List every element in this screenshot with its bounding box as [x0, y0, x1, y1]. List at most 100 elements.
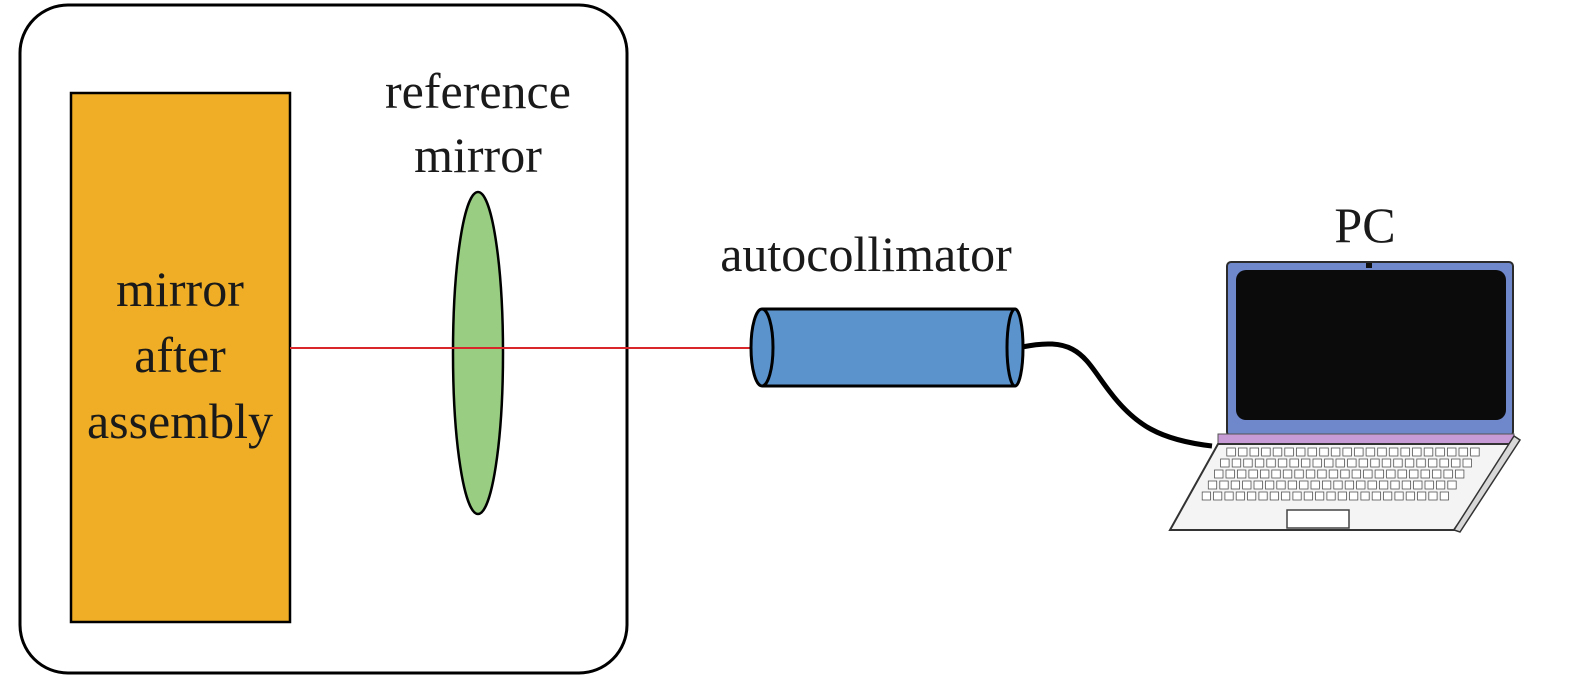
keyboard-key — [1272, 447, 1283, 457]
keyboard-key — [1381, 458, 1392, 468]
pc-label: PC — [1334, 197, 1395, 253]
keyboard-key — [1356, 480, 1366, 490]
keyboard-key — [1225, 469, 1235, 479]
keyboard-key — [1351, 469, 1361, 479]
keyboard-key — [1249, 447, 1260, 457]
keyboard-key — [1436, 480, 1446, 490]
keyboard-key — [1447, 480, 1457, 490]
keyboard-key — [1358, 458, 1368, 468]
keyboard-key — [1379, 480, 1389, 490]
keyboard-key — [1428, 458, 1438, 468]
keyboard-key — [1214, 469, 1224, 479]
keyboard-key — [1319, 447, 1329, 457]
keyboard-key — [1393, 458, 1403, 468]
keyboard-key — [1301, 458, 1311, 468]
keyboard-key — [1394, 491, 1404, 501]
keyboard-key — [1235, 491, 1245, 501]
keyboard-key — [1307, 447, 1318, 457]
keyboard-key — [1423, 447, 1434, 457]
keyboard-key — [1451, 458, 1461, 468]
keyboard-key — [1238, 447, 1248, 457]
keyboard-key — [1370, 458, 1380, 468]
laptop-pc — [1168, 261, 1522, 533]
autocollimator-label: autocollimator — [720, 226, 1012, 282]
keyboard-key — [1365, 447, 1376, 457]
keyboard-key — [1315, 491, 1325, 501]
keyboard-key — [1265, 480, 1275, 490]
keyboard-key — [1219, 480, 1229, 490]
keyboard-key — [1417, 491, 1427, 501]
keyboard-key — [1363, 469, 1373, 479]
keyboard-key — [1326, 491, 1336, 501]
keyboard-key — [1388, 447, 1399, 457]
keyboard-key — [1416, 458, 1426, 468]
keyboard-key — [1342, 447, 1352, 457]
keyboard-key — [1383, 491, 1393, 501]
keyboard-key — [1248, 469, 1258, 479]
keyboard-key — [1281, 491, 1291, 501]
keyboard-key — [1401, 480, 1411, 490]
keyboard-key — [1328, 469, 1339, 479]
keyboard-key — [1443, 469, 1453, 479]
keyboard-key — [1344, 480, 1354, 490]
keyboard-key — [1340, 469, 1350, 479]
autocollimator-cylinder — [749, 307, 1025, 388]
keyboard-key — [1455, 469, 1465, 479]
keyboard-key — [1404, 458, 1415, 468]
keyboard-key — [1230, 480, 1240, 490]
keyboard-key — [1242, 480, 1252, 490]
mirror-label-line2: after — [134, 327, 226, 383]
keyboard-key — [1294, 469, 1304, 479]
keyboard-key — [1317, 469, 1327, 479]
keyboard-key — [1254, 458, 1265, 468]
laptop-keyboard — [1201, 447, 1480, 501]
keyboard-key — [1405, 491, 1415, 501]
keyboard-key — [1347, 458, 1357, 468]
keyboard-key — [1213, 491, 1223, 501]
keyboard-key — [1276, 480, 1286, 490]
keyboard-key — [1439, 458, 1449, 468]
keyboard-key — [1277, 458, 1288, 468]
keyboard-key — [1428, 491, 1438, 501]
keyboard-key — [1349, 491, 1359, 501]
data-cable — [1021, 341, 1213, 449]
keyboard-key — [1412, 447, 1422, 457]
reference-mirror-label-line1: reference — [385, 63, 571, 119]
keyboard-key — [1282, 469, 1293, 479]
keyboard-key — [1266, 458, 1276, 468]
keyboard-key — [1390, 480, 1400, 490]
keyboard-key — [1371, 491, 1381, 501]
keyboard-key — [1360, 491, 1370, 501]
keyboard-key — [1377, 447, 1387, 457]
keyboard-key — [1224, 491, 1234, 501]
keyboard-key — [1243, 458, 1253, 468]
keyboard-key — [1258, 491, 1268, 501]
keyboard-key — [1220, 458, 1230, 468]
keyboard-key — [1201, 491, 1211, 501]
keyboard-key — [1284, 447, 1294, 457]
keyboard-key — [1289, 458, 1299, 468]
keyboard-key — [1247, 491, 1257, 501]
keyboard-key — [1367, 480, 1377, 490]
reference-mirror-label-line2: mirror — [414, 127, 542, 183]
keyboard-key — [1231, 458, 1242, 468]
keyboard-key — [1296, 447, 1306, 457]
keyboard-key — [1299, 480, 1309, 490]
reference-mirror-lens — [451, 190, 505, 516]
keyboard-key — [1354, 447, 1364, 457]
keyboard-key — [1435, 447, 1445, 457]
keyboard-key — [1287, 480, 1297, 490]
laptop-touchpad — [1286, 509, 1350, 529]
keyboard-key — [1253, 480, 1263, 490]
keyboard-key — [1413, 480, 1423, 490]
keyboard-key — [1324, 458, 1334, 468]
keyboard-key — [1432, 469, 1442, 479]
keyboard-key — [1374, 469, 1384, 479]
keyboard-key — [1271, 469, 1281, 479]
mirror-label-line1: mirror — [116, 261, 244, 317]
keyboard-key — [1226, 447, 1236, 457]
keyboard-key — [1337, 491, 1347, 501]
keyboard-key — [1333, 480, 1343, 490]
mirror-label-line3: assembly — [87, 393, 273, 449]
